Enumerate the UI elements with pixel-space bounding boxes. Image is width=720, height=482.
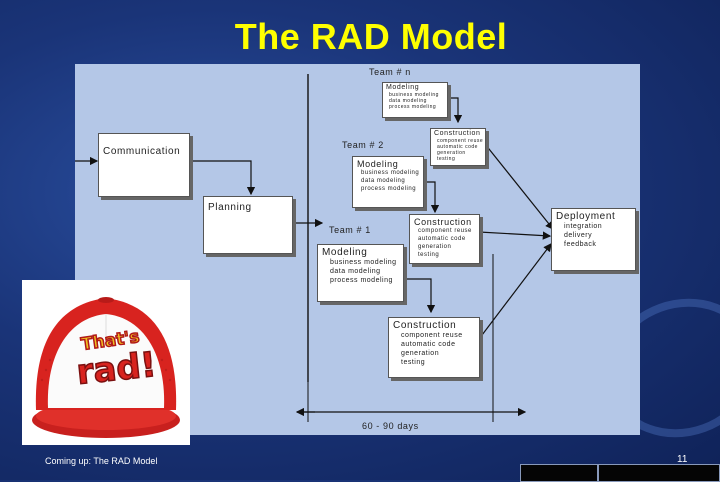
communication-box: Communication xyxy=(98,133,190,197)
footer-bar-right xyxy=(598,464,720,482)
footer-text: Coming up: The RAD Model xyxy=(45,456,158,466)
time-label: 60 - 90 days xyxy=(362,421,419,431)
footer-bar-left xyxy=(520,464,598,482)
hat-illustration: That's rad! xyxy=(32,297,180,438)
arrow-tn-mod-con xyxy=(447,97,463,124)
team-n-modeling-box: Modeling business modeling data modeling… xyxy=(382,82,448,118)
planning-box: Planning xyxy=(203,196,293,254)
arrow-t2-deploy xyxy=(478,231,552,240)
arrow-t1-mod-con xyxy=(403,278,436,314)
team-2-label: Team # 2 xyxy=(342,140,384,150)
diagram-lines xyxy=(75,74,554,422)
team-n-construction-box: Construction component reuse automatic c… xyxy=(430,128,486,166)
team-2-modeling-box: Modeling business modeling data modeling… xyxy=(352,156,424,208)
team-1-modeling-box: Modeling business modeling data modeling… xyxy=(317,244,404,302)
deployment-box: Deployment integration delivery feedback xyxy=(551,208,636,271)
team-1-label: Team # 1 xyxy=(329,225,371,235)
thats-rad-hat-image: That's rad! xyxy=(22,280,190,445)
team-1-construction-box: Construction component reuse automatic c… xyxy=(388,317,480,378)
team-n-label: Team # n xyxy=(369,67,411,77)
team-2-construction-box: Construction component reuse automatic c… xyxy=(409,214,480,264)
arrow-t2-mod-con xyxy=(423,181,440,214)
hat-text-line2: rad! xyxy=(75,345,158,393)
arrow-tn-deploy xyxy=(484,143,554,230)
slide-title: The RAD Model xyxy=(234,16,508,57)
arrow-comm-planning xyxy=(192,160,256,196)
arrow-t1-deploy xyxy=(478,243,552,340)
page-number: 11 xyxy=(677,454,688,465)
